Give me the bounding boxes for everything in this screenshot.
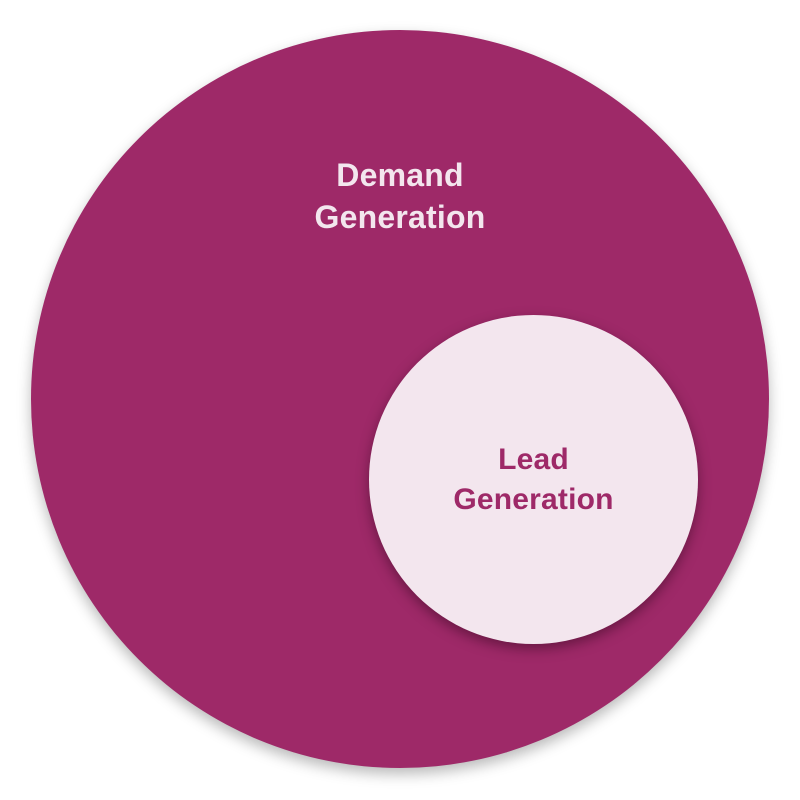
demand-generation-label: Demand Generation [314, 157, 486, 235]
lead-generation-label: Lead Generation [453, 442, 614, 516]
demand-generation-circle: Demand Generation Lead Generation [31, 30, 769, 768]
lead-generation-circle: Lead Generation [369, 315, 698, 644]
